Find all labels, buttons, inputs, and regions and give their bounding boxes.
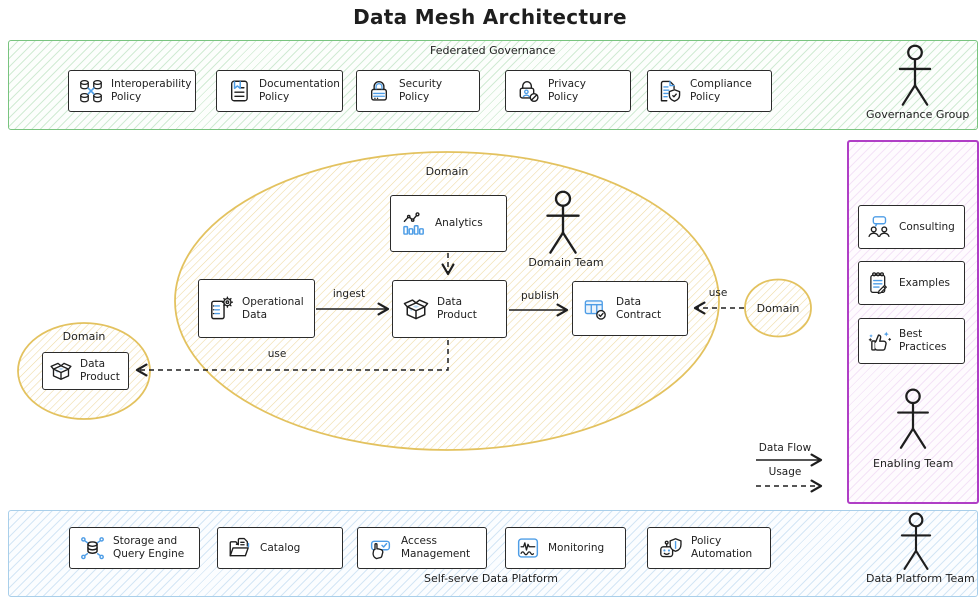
person-icon: [894, 512, 938, 572]
node-label: Data Product: [80, 358, 120, 383]
node-best-practices: Best Practices: [858, 318, 965, 364]
edge-label-publish: publish: [521, 290, 559, 302]
edge-label-use-left: use: [267, 348, 287, 360]
node-label: Consulting: [899, 220, 955, 233]
node-label: Data Product: [437, 296, 477, 321]
federated-governance-label: Federated Governance: [430, 44, 556, 57]
node-catalog: Catalog: [217, 527, 343, 569]
databases-sync-icon: [80, 79, 102, 103]
people-chat-icon: [868, 216, 890, 238]
database-network-icon: [81, 536, 104, 559]
node-label: Compliance Policy: [690, 78, 752, 103]
document-shield-icon: [660, 80, 681, 102]
legend-usage-label: Usage: [768, 466, 802, 478]
person-icon: [893, 44, 937, 108]
node-analytics: Analytics: [390, 195, 507, 252]
hand-checkbox-icon: [370, 540, 391, 559]
governance-group-label: Governance Group: [866, 108, 970, 121]
person-icon: [891, 388, 935, 451]
edge-label-ingest: ingest: [332, 288, 366, 300]
node-label: Operational Data: [242, 295, 304, 321]
domain-team-figure: [540, 190, 586, 260]
legend-data-flow-label: Data Flow: [758, 442, 812, 454]
lock-icon: [370, 81, 388, 101]
person-icon: [540, 190, 586, 256]
node-label: Catalog: [260, 541, 301, 554]
waveform-icon: [517, 538, 539, 558]
domain-right-label: Domain: [756, 302, 800, 315]
domain-team-label: Domain Team: [528, 256, 604, 269]
node-label: Policy Automation: [691, 535, 753, 560]
domain-right-ellipse: [744, 278, 812, 338]
node-data-product: Data Product: [392, 280, 507, 338]
node-policy-automation: Policy Automation: [647, 527, 771, 569]
self-serve-data-platform-label: Self-serve Data Platform: [424, 572, 558, 585]
edge-label-use-right: use: [708, 287, 728, 299]
page-title: Data Mesh Architecture: [353, 5, 627, 29]
domain-left-label: Domain: [62, 330, 106, 343]
table-check-icon: [584, 300, 606, 320]
data-platform-team-label: Data Platform Team: [866, 572, 975, 585]
node-storage-query-engine: Storage and Query Engine: [69, 527, 200, 569]
enabling-team-figure: [891, 388, 935, 455]
node-label: Privacy Policy: [548, 78, 587, 103]
node-label: Security Policy: [399, 78, 443, 103]
node-label: Data Contract: [616, 295, 662, 321]
package-icon: [403, 299, 429, 320]
folder-icon: [229, 537, 250, 557]
chart-icon: [403, 211, 424, 235]
data-platform-team-figure: [894, 512, 938, 576]
node-label: Analytics: [435, 217, 483, 230]
node-label: Access Management: [401, 535, 471, 560]
node-label: Interoperability Policy: [111, 78, 192, 103]
node-data-contract: Data Contract: [572, 281, 688, 336]
node-label: Best Practices: [899, 328, 947, 353]
governance-group-figure: [893, 44, 937, 112]
enabling-team-label: Enabling Team: [873, 457, 954, 470]
node-documentation-policy: Documentation Policy: [216, 70, 343, 112]
robot-shield-icon: [660, 537, 682, 557]
node-privacy-policy: Privacy Policy: [505, 70, 631, 112]
node-compliance-policy: Compliance Policy: [647, 70, 772, 112]
notebook-pencil-icon: [870, 272, 887, 295]
lock-user-icon: [519, 81, 539, 103]
document-gear-icon: [211, 296, 234, 320]
domain-main-label: Domain: [425, 165, 469, 178]
node-data-product-left: Data Product: [42, 352, 129, 390]
node-label: Monitoring: [548, 541, 605, 554]
node-label: Documentation Policy: [259, 78, 340, 103]
thumbs-up-icon: [868, 331, 892, 351]
node-security-policy: Security Policy: [356, 70, 480, 112]
node-operational-data: Operational Data: [198, 279, 315, 338]
node-label: Storage and Query Engine: [113, 535, 185, 560]
document-bookmark-icon: [230, 80, 248, 102]
node-examples: Examples: [858, 261, 965, 305]
node-label: Examples: [899, 276, 951, 289]
node-monitoring: Monitoring: [505, 527, 626, 569]
node-consulting: Consulting: [858, 205, 965, 249]
node-access-management: Access Management: [357, 527, 487, 569]
node-interoperability-policy: Interoperability Policy: [68, 70, 196, 112]
package-icon: [50, 362, 72, 380]
